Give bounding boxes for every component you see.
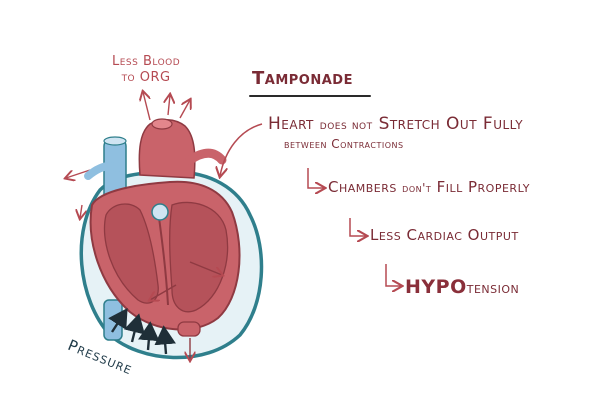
title-underline: [249, 95, 371, 97]
less-blood-label: Less Blood to ORG: [112, 54, 180, 86]
aorta: [138, 118, 227, 179]
chain-step-4-tension: tension: [466, 279, 520, 297]
heart-pointer-arrow: [220, 123, 263, 176]
chain-step-1-heart: Heart: [268, 114, 314, 134]
chain-step-1-stretch: Stretch Out Fully: [378, 114, 524, 134]
chain-step-1-does-not: does not: [319, 118, 373, 133]
chain-step-1-line-2: between Contractions: [284, 137, 404, 151]
less-blood-line-2: to ORG: [121, 70, 171, 85]
chain-connectors: [307, 168, 401, 286]
flow-arrows: [150, 261, 222, 360]
less-blood-arrows: [66, 92, 190, 218]
chain-step-1: Heart does not Stretch Out Fully: [268, 114, 523, 134]
chain-step-4: HYPOtension: [405, 276, 519, 298]
diagram-title: Tamponade: [252, 68, 353, 89]
chain-step-2-dont: don't: [402, 181, 432, 195]
chain-step-3: Less Cardiac Output: [370, 226, 519, 244]
heart: [89, 180, 241, 337]
less-blood-line-1: Less Blood: [112, 54, 181, 69]
chain-step-2: Chambers don't Fill Properly: [328, 178, 530, 196]
pressure-arrows: [108, 307, 176, 355]
chain-step-2-fill: Fill Properly: [436, 178, 530, 196]
chain-step-2-chambers: Chambers: [328, 178, 397, 196]
chain-step-4-hypo: HYPO: [405, 276, 467, 298]
